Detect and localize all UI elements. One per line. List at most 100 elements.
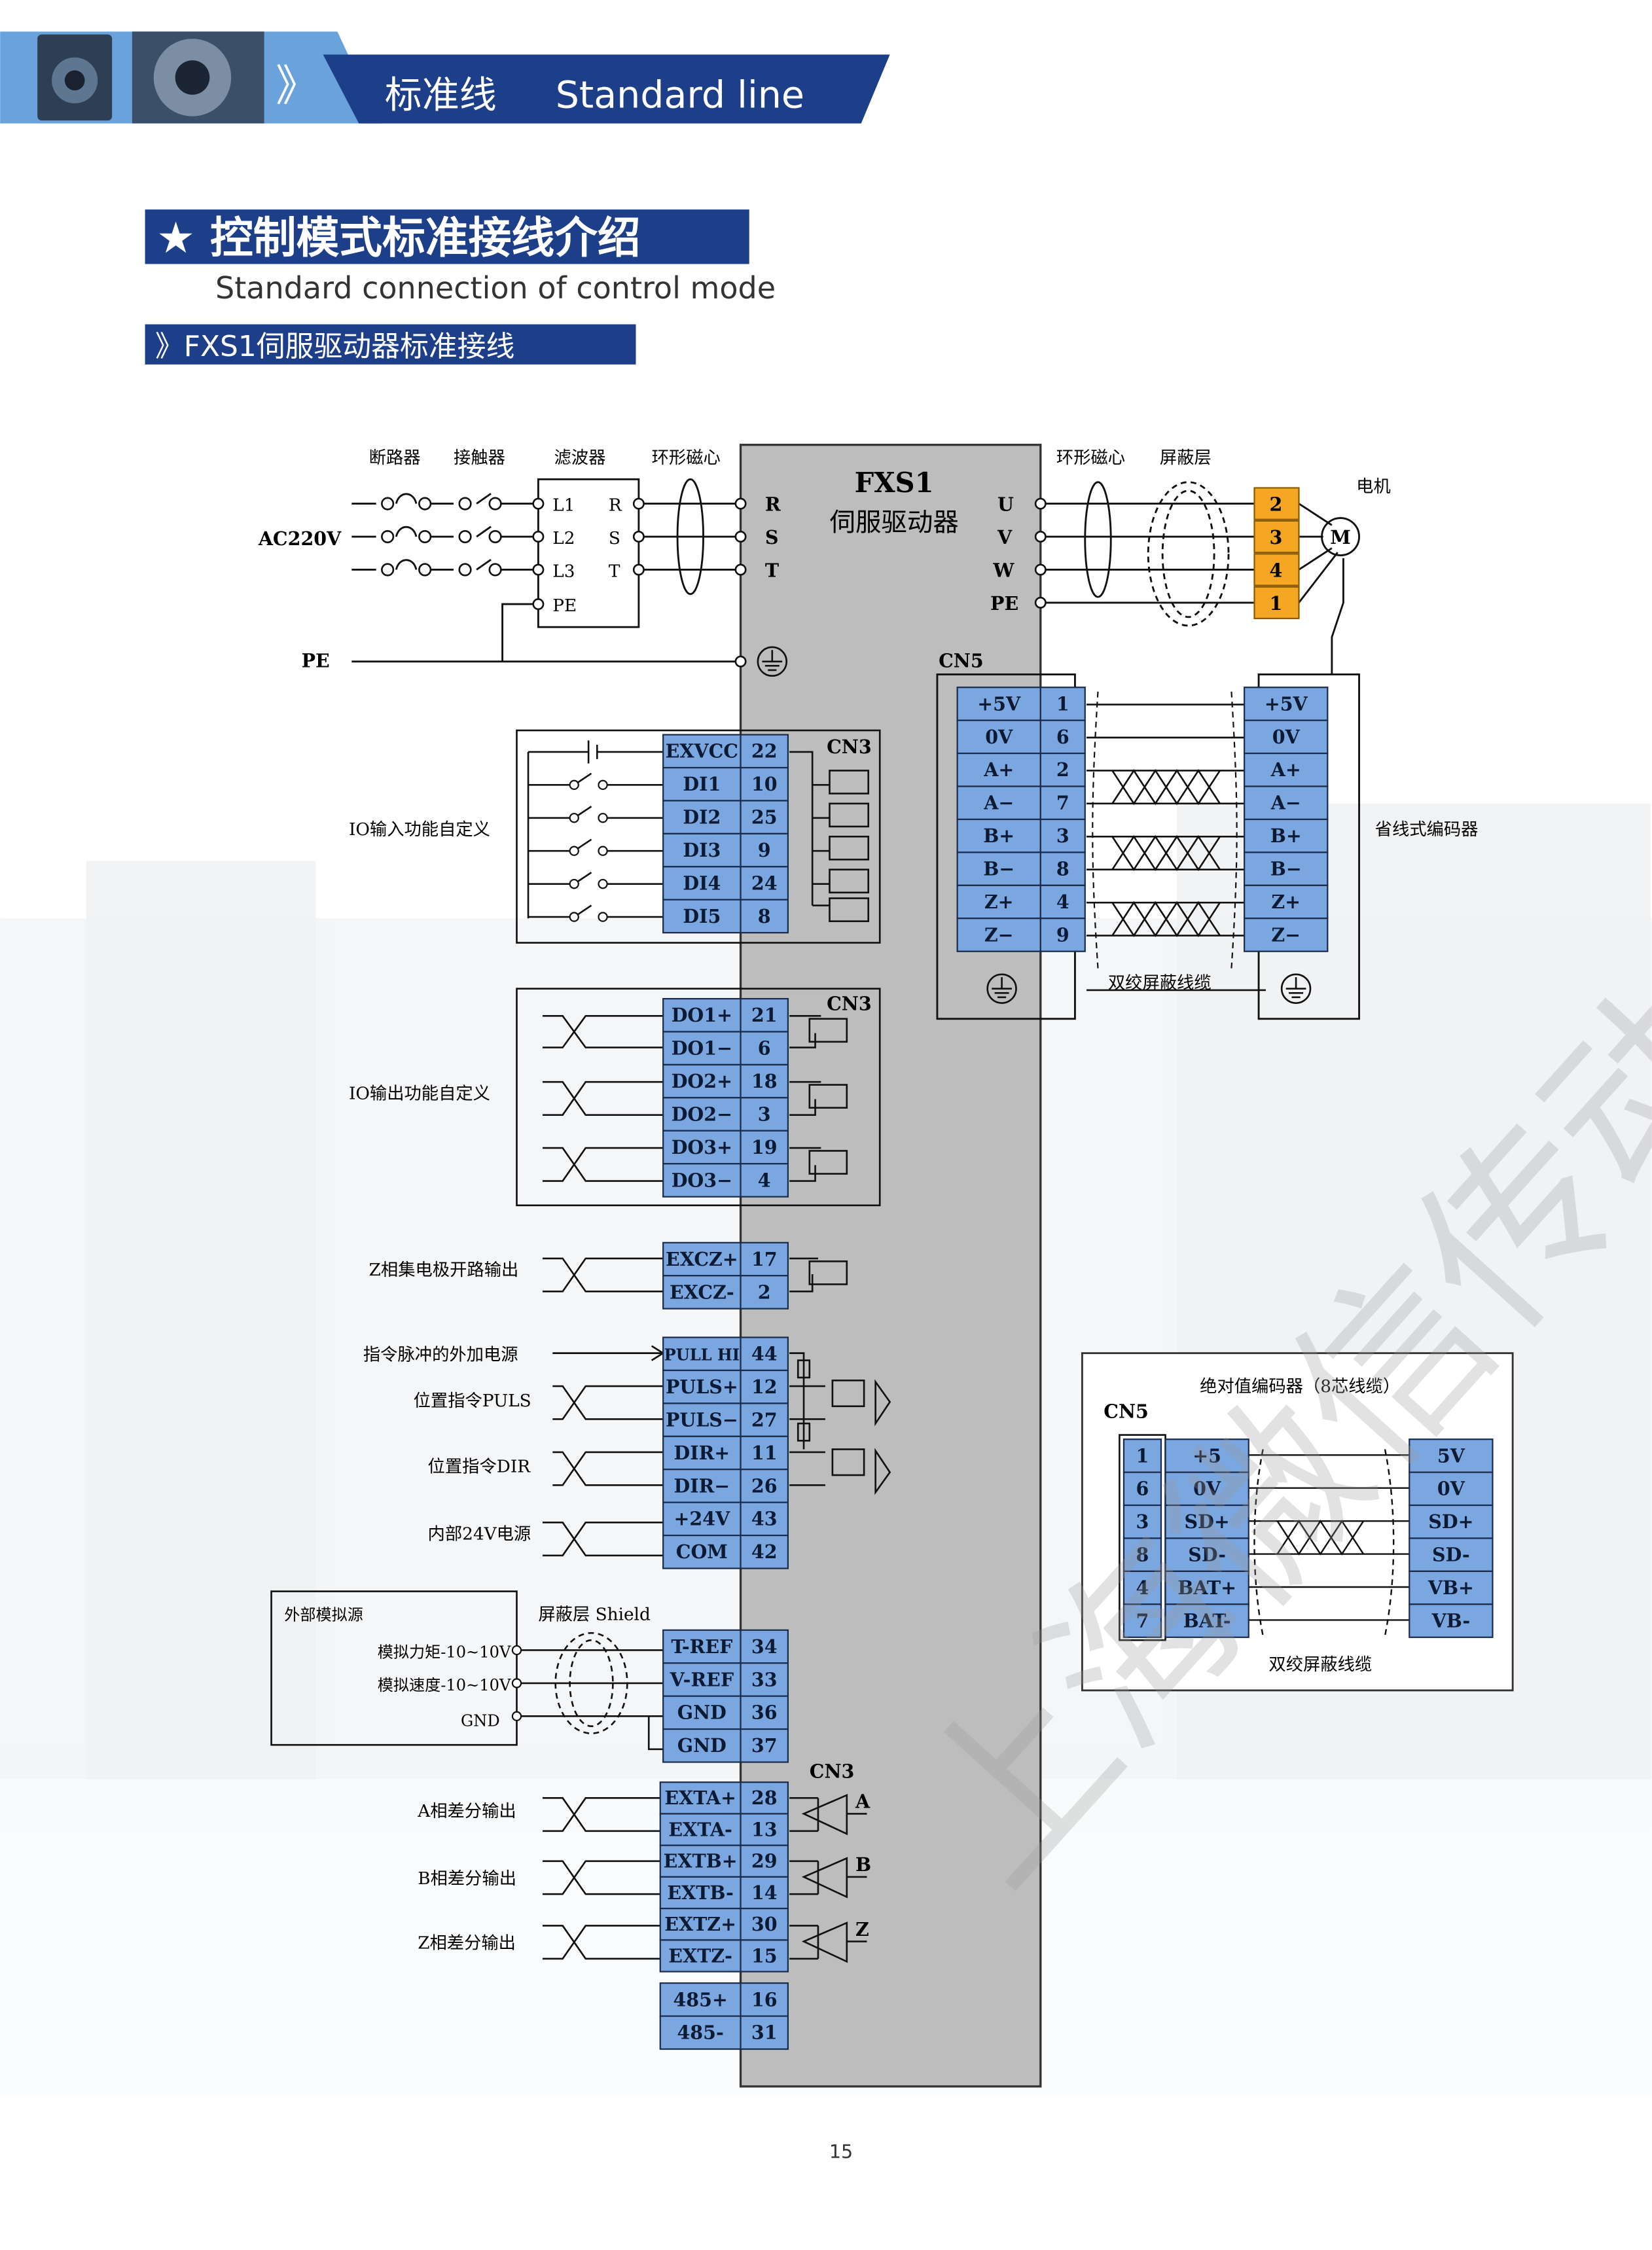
enc-row-0-0-cell — [1244, 687, 1329, 721]
abs-pin-5-cell — [1122, 1603, 1162, 1638]
page-number: 15 — [829, 2141, 853, 2163]
filter-in-l2: L2 — [552, 529, 575, 548]
io-out-row-3-0: DO2− — [672, 1103, 732, 1125]
pulse-row-5-1-cell — [740, 1501, 789, 1537]
cn5-row-4-0: B+ — [983, 825, 1015, 847]
diff-row-1-1-cell — [740, 1813, 789, 1846]
io-out-row-5-0-cell — [662, 1163, 742, 1198]
diff-row-0-0-cell — [659, 1781, 742, 1815]
cn5-row-6-1: 4 — [1056, 891, 1069, 913]
motor-term-pe: PE — [990, 592, 1018, 615]
abs-enc-1: 0V — [1437, 1478, 1465, 1500]
io-out-row-2-1-cell — [740, 1063, 789, 1099]
abs-drv-2: SD+ — [1185, 1510, 1230, 1533]
drive-term-t: T — [765, 559, 779, 581]
abs-enc-1-cell — [1409, 1471, 1494, 1507]
rs485-row-1-1-cell — [740, 2015, 789, 2050]
rs485-row-1-0: 485- — [677, 2022, 723, 2044]
pulse-row-6-1-cell — [740, 1534, 789, 1569]
io-out-row-3-1-cell — [740, 1097, 789, 1132]
abs-enc-3-cell — [1409, 1537, 1494, 1572]
pulse-row-2-0-cell — [662, 1402, 742, 1437]
io-out-row-3-0-cell — [662, 1097, 742, 1132]
cn5-encoder-label: 省线式编码器 — [1375, 820, 1479, 840]
cn5-row-0-1-cell — [1039, 687, 1086, 721]
analog-row-0-1: 34 — [751, 1635, 778, 1658]
filter-out-s: S — [609, 529, 620, 548]
enc-row-5-0: B− — [1270, 857, 1302, 880]
motor-pin-3: 3 — [1269, 526, 1282, 548]
diff-z-label: Z相差分输出 — [418, 1934, 516, 1954]
z-oc-row-0-0: EXCZ+ — [666, 1248, 738, 1270]
filter-out-r: R — [609, 496, 622, 516]
filter-label: 滤波器 — [554, 448, 606, 468]
cn5-row-0-1: 1 — [1056, 692, 1069, 715]
diff-row-5-0: EXTZ- — [668, 1944, 732, 1967]
io-in-row-4-0: DI4 — [683, 872, 721, 894]
ground-symbol — [757, 646, 788, 677]
io-out-row-4-1: 19 — [751, 1136, 778, 1158]
cn5-row-6-0-cell — [956, 884, 1041, 920]
cn5-row-1-1: 6 — [1056, 726, 1069, 748]
abs-pin-2: 3 — [1136, 1510, 1149, 1533]
analog-gnd: GND — [461, 1712, 500, 1730]
cn5-row-5-1-cell — [1039, 851, 1086, 886]
diff-row-5-1: 15 — [751, 1944, 778, 1967]
io-out-row-5-1: 4 — [758, 1169, 771, 1191]
io-out-row-2-0: DO2+ — [672, 1070, 732, 1092]
io-out-row-1-1: 6 — [758, 1037, 771, 1060]
motor-section: 环形磁心 屏蔽层 电机 U V W PE M 2 3 4 1 — [990, 448, 1391, 627]
analog-row-0-0: T-REF — [671, 1635, 732, 1658]
abs-cable: 双绞屏蔽线缆 — [1268, 1655, 1372, 1675]
rs485-row-1-1: 31 — [751, 2022, 778, 2044]
diff-row-3-1: 14 — [751, 1882, 778, 1904]
filter-out-t: T — [609, 562, 620, 581]
filter-in-l1: L1 — [552, 496, 575, 516]
gate-b: B — [855, 1853, 871, 1876]
motor-term-v: V — [997, 526, 1013, 548]
motor-shield-label: 屏蔽层 — [1160, 448, 1212, 468]
enc-row-0-0: +5V — [1265, 692, 1308, 715]
pulse-row-1-0-cell — [662, 1369, 742, 1404]
diff-row-1-1: 13 — [751, 1818, 778, 1840]
io-in-row-1-0: DI1 — [683, 773, 721, 795]
io-out-row-2-1: 18 — [751, 1070, 778, 1092]
abs-pin-2-cell — [1122, 1504, 1162, 1539]
pulse-row-3-0: DIR+ — [674, 1442, 730, 1464]
analog-row-1-1: 33 — [751, 1668, 778, 1690]
cn5-ground-left — [986, 973, 1017, 1004]
io-in-row-1-1-cell — [740, 766, 789, 802]
header-banner: 》 标准线 Standard line — [0, 31, 890, 124]
analog-row-3-0: GND — [677, 1734, 727, 1757]
filter-in-pe: PE — [552, 596, 577, 616]
rs485-row-0-1-cell — [740, 1982, 789, 2017]
enc-row-5-0-cell — [1244, 851, 1329, 886]
diff-row-0-0: EXTA+ — [664, 1787, 736, 1809]
rs485-row-0-1: 16 — [751, 1988, 778, 2010]
cn5-row-7-1-cell — [1039, 918, 1086, 952]
cn5-row-4-0-cell — [956, 818, 1041, 853]
z-oc-row-0-1-cell — [740, 1241, 789, 1277]
io-out-row-5-1-cell — [740, 1163, 789, 1198]
diff-row-5-1-cell — [740, 1939, 789, 1973]
abs-pin-4-cell — [1122, 1570, 1162, 1605]
io-in-row-3-0: DI3 — [683, 839, 721, 861]
z-oc-row-0-0-cell — [662, 1241, 742, 1277]
z-oc-row-1-1-cell — [740, 1275, 789, 1310]
io-in-row-1-1: 10 — [751, 773, 778, 795]
header-title-en: Standard line — [556, 73, 804, 116]
diff-row-0-1: 28 — [751, 1787, 778, 1809]
puls-label: 位置指令PULS — [414, 1391, 531, 1411]
cn5-row-2-1-cell — [1039, 753, 1086, 787]
cn3-label-3: CN3 — [810, 1760, 855, 1783]
pulse-row-3-1-cell — [740, 1435, 789, 1471]
abs-enc-2-cell — [1409, 1504, 1494, 1539]
power-section: 断路器 接触器 滤波器 环形磁心 AC220V PE L1 L2 L3 PE R — [258, 448, 788, 677]
enc-row-4-0: B+ — [1270, 825, 1302, 847]
enc-row-1-0-cell — [1244, 719, 1329, 755]
motor-pin-4: 4 — [1269, 559, 1282, 581]
